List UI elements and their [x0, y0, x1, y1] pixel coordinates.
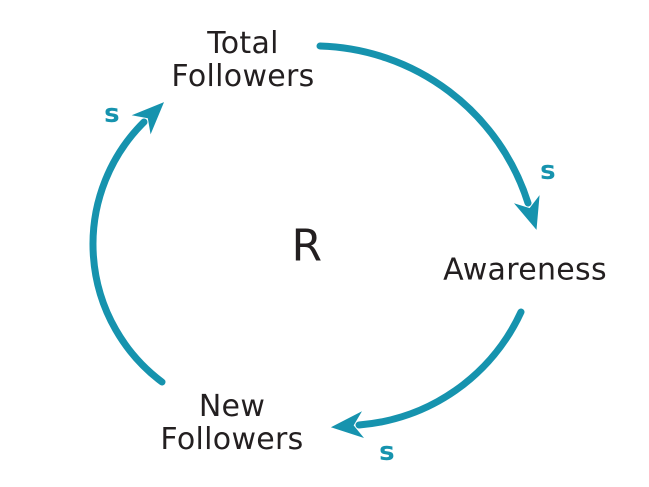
- arrow-awareness-to-new: [330, 308, 525, 439]
- node-awareness: Awareness: [443, 254, 607, 287]
- arrow-new-to-total: [89, 102, 166, 386]
- node-total-followers: Total Followers: [171, 27, 314, 93]
- polarity-label-total-to-awareness: s: [540, 156, 556, 186]
- polarity-label-new-to-total: s: [104, 99, 120, 129]
- node-total-followers-line1: Total: [207, 26, 279, 61]
- loop-label-r: R: [291, 220, 323, 272]
- node-new-followers-line1: New: [198, 389, 266, 424]
- node-new-followers-line2: Followers: [160, 422, 304, 457]
- node-awareness-label: Awareness: [443, 252, 607, 288]
- node-total-followers-line2: Followers: [171, 59, 315, 94]
- node-new-followers: New Followers: [160, 390, 303, 456]
- arrow-total-to-awareness: [316, 42, 540, 230]
- polarity-label-awareness-to-new: s: [379, 437, 395, 467]
